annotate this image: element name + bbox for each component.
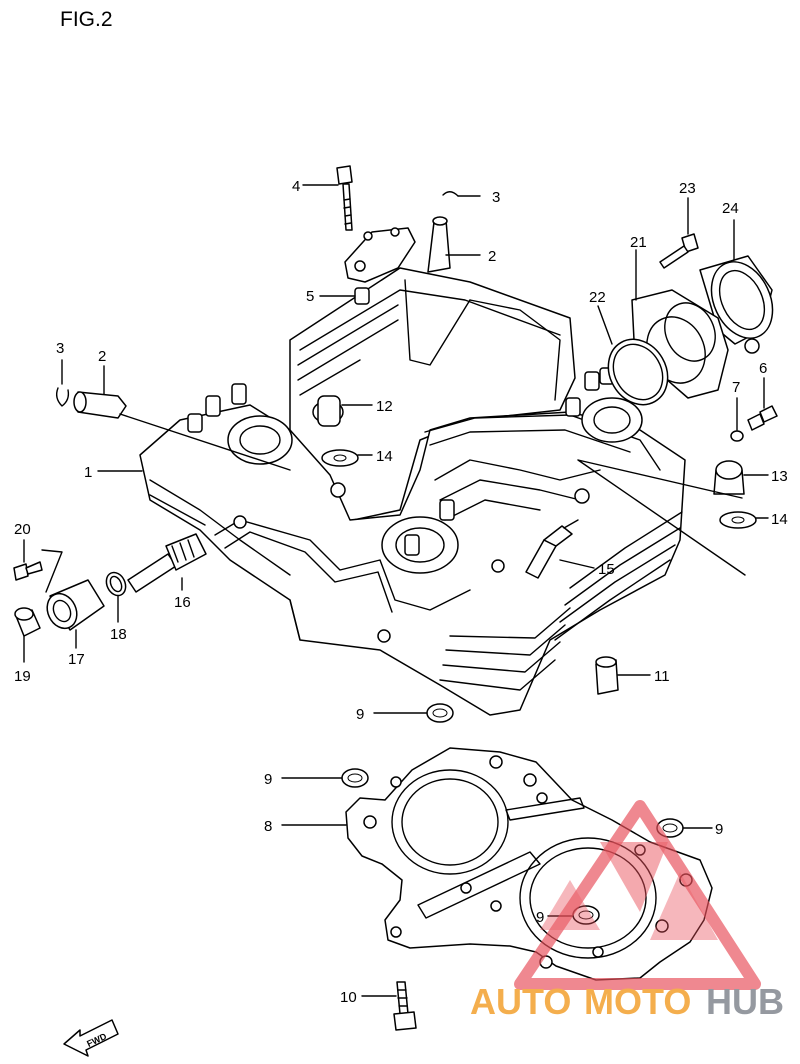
head-gasket [345,747,713,981]
callout-22: 22 [589,289,606,306]
callout-3-left: 3 [56,340,64,357]
callout-19: 19 [14,668,31,685]
callout-21: 21 [630,234,647,251]
upper-parts [321,165,778,529]
callout-7: 7 [732,379,740,396]
watermark-auto: AUTO [470,981,571,1022]
watermark: AUTO MOTO HUB [470,800,784,1022]
callout-6: 6 [759,360,767,377]
callout-2-top: 2 [488,248,496,265]
callout-9-a: 9 [356,706,364,723]
callout-23: 23 [679,180,696,197]
callout-9-c: 9 [715,821,723,838]
callout-3-top: 3 [492,189,500,206]
watermark-logo-icon [514,800,761,990]
callout-14-right: 14 [771,511,788,528]
leader-lines [23,184,769,997]
watermark-hub: HUB [706,981,784,1022]
callout-11: 11 [654,668,670,685]
dowels-and-bolts [341,656,684,1031]
callout-12: 12 [376,398,393,415]
cylinder-head [139,267,686,716]
callout-15: 15 [598,561,615,578]
callout-1: 1 [84,464,92,481]
callout-20: 20 [14,521,31,538]
callout-14-left: 14 [376,448,393,465]
callout-24: 24 [722,200,739,217]
watermark-moto: MOTO [584,981,691,1022]
callout-2-left: 2 [98,348,106,365]
callout-9-b: 9 [264,771,272,788]
callout-labels: 4 3 23 24 2 21 5 22 3 2 7 6 12 14 1 13 1… [14,178,788,1006]
callout-5: 5 [306,288,314,305]
callout-9-d: 9 [536,909,544,926]
forward-arrow-icon: FWD [63,1019,119,1057]
callout-16: 16 [174,594,191,611]
callout-13: 13 [771,468,788,485]
figure-title: FIG.2 [60,8,113,31]
callout-18: 18 [110,626,127,643]
callout-4: 4 [292,178,300,195]
callout-10: 10 [340,989,357,1006]
callout-17: 17 [68,651,85,668]
left-parts [13,387,207,637]
callout-8: 8 [264,818,272,835]
